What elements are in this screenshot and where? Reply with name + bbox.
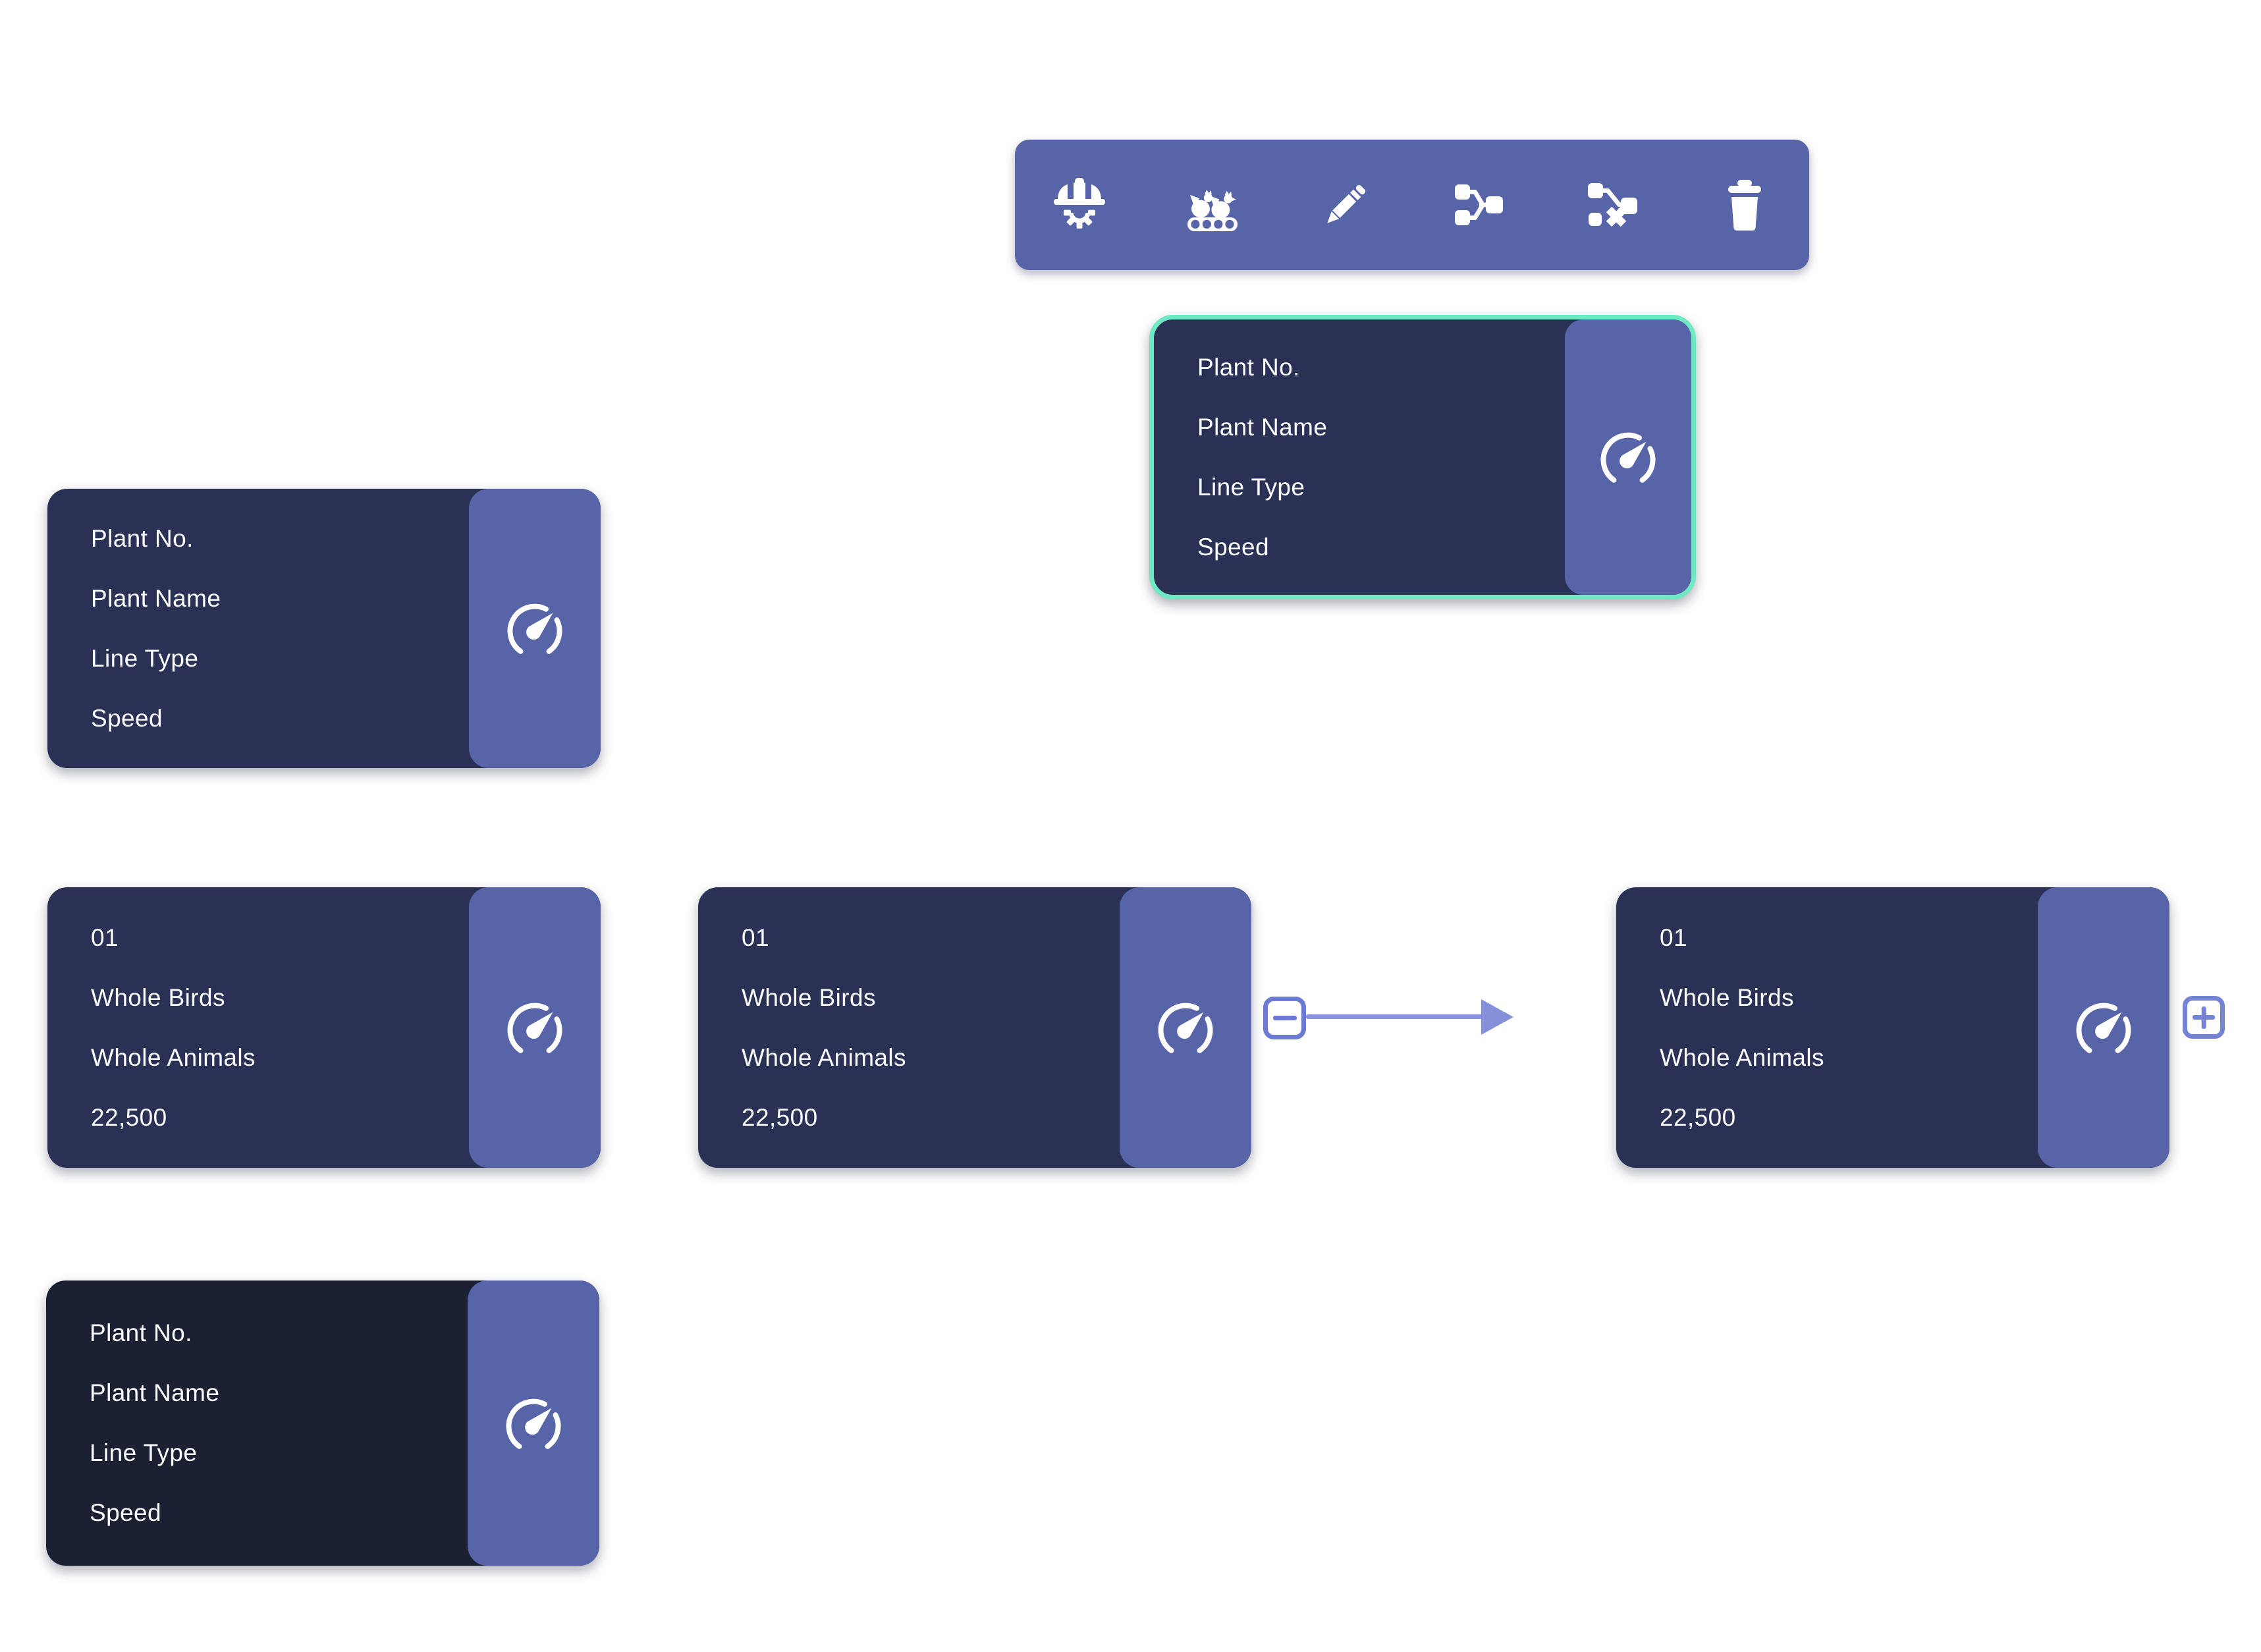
node-fields: Plant No. Plant Name Line Type Speed	[1197, 319, 1546, 595]
field-speed: Speed	[1197, 533, 1269, 561]
birds-conveyor-icon	[1187, 190, 1238, 231]
field-line-no: 01	[742, 923, 769, 951]
field-line-name: Whole Birds	[1660, 983, 1794, 1011]
field-line-type: Whole Animals	[1660, 1043, 1824, 1071]
node-fields: 01 Whole Birds Whole Animals 22,500	[91, 887, 456, 1168]
gauge-icon	[2071, 995, 2137, 1060]
unlink-nodes-icon	[1580, 173, 1643, 236]
speed-panel	[2038, 887, 2169, 1168]
trash-icon	[1728, 180, 1761, 231]
speed-panel	[468, 1280, 599, 1566]
merge-nodes-icon	[1447, 173, 1510, 236]
field-plant-no: Plant No.	[90, 1319, 192, 1346]
gauge-icon	[501, 1390, 566, 1456]
field-line-no: 01	[1660, 923, 1687, 951]
field-line-no: 01	[91, 923, 119, 951]
pencil-icon	[1323, 184, 1367, 227]
edit-button[interactable]	[1311, 165, 1380, 244]
speed-panel	[1120, 887, 1251, 1168]
field-plant-name: Plant Name	[1197, 413, 1328, 441]
field-line-speed: 22,500	[91, 1103, 167, 1131]
connection-line	[1306, 1014, 1483, 1019]
field-plant-no: Plant No.	[1197, 353, 1300, 381]
remove-connection-button[interactable]	[1577, 165, 1646, 244]
field-plant-no: Plant No.	[91, 524, 194, 552]
speed-panel	[469, 489, 601, 768]
field-line-type: Line Type	[91, 644, 199, 672]
add-connection-button[interactable]	[1444, 165, 1513, 244]
gauge-icon	[1153, 995, 1218, 1060]
node-fields: Plant No. Plant Name Line Type Speed	[91, 489, 456, 768]
node-plant-left[interactable]: Plant No. Plant Name Line Type Speed	[47, 489, 601, 768]
field-plant-name: Plant Name	[90, 1379, 220, 1406]
field-line-name: Whole Birds	[91, 983, 225, 1011]
node-line-middle[interactable]: 01 Whole Birds Whole Animals 22,500	[698, 887, 1251, 1168]
plant-button[interactable]	[1045, 165, 1114, 244]
field-plant-name: Plant Name	[91, 584, 221, 612]
node-fields: Plant No. Plant Name Line Type Speed	[90, 1280, 454, 1566]
node-plant-selected[interactable]: Plant No. Plant Name Line Type Speed	[1149, 315, 1696, 599]
field-line-type: Line Type	[1197, 473, 1305, 501]
minus-icon	[1272, 1016, 1297, 1020]
add-port-button[interactable]	[2183, 996, 2225, 1039]
hard-hat-gear-icon	[1054, 178, 1105, 229]
node-plant-bottom[interactable]: Plant No. Plant Name Line Type Speed	[46, 1280, 599, 1566]
node-fields: 01 Whole Birds Whole Animals 22,500	[1660, 887, 2025, 1168]
delete-button[interactable]	[1710, 165, 1779, 244]
field-line-type: Whole Animals	[91, 1043, 256, 1071]
field-line-name: Whole Birds	[742, 983, 876, 1011]
node-line-left[interactable]: 01 Whole Birds Whole Animals 22,500	[47, 887, 601, 1168]
field-speed: Speed	[90, 1499, 161, 1526]
field-line-speed: 22,500	[742, 1103, 818, 1131]
speed-panel	[469, 887, 601, 1168]
gauge-icon	[502, 595, 568, 661]
connection-arrowhead-icon	[1481, 999, 1513, 1035]
node-line-right[interactable]: 01 Whole Birds Whole Animals 22,500	[1616, 887, 2169, 1168]
remove-port-button[interactable]	[1263, 997, 1306, 1039]
plus-icon-vertical	[2201, 1006, 2206, 1029]
field-line-type: Line Type	[90, 1439, 198, 1466]
production-line-button[interactable]	[1178, 165, 1247, 244]
gauge-icon	[502, 995, 568, 1060]
speed-panel	[1565, 319, 1691, 595]
field-line-speed: 22,500	[1660, 1103, 1736, 1131]
field-line-type: Whole Animals	[742, 1043, 906, 1071]
node-fields: 01 Whole Birds Whole Animals 22,500	[742, 887, 1106, 1168]
field-speed: Speed	[91, 704, 163, 732]
gauge-icon	[1595, 424, 1661, 490]
node-toolbar	[1015, 140, 1809, 270]
